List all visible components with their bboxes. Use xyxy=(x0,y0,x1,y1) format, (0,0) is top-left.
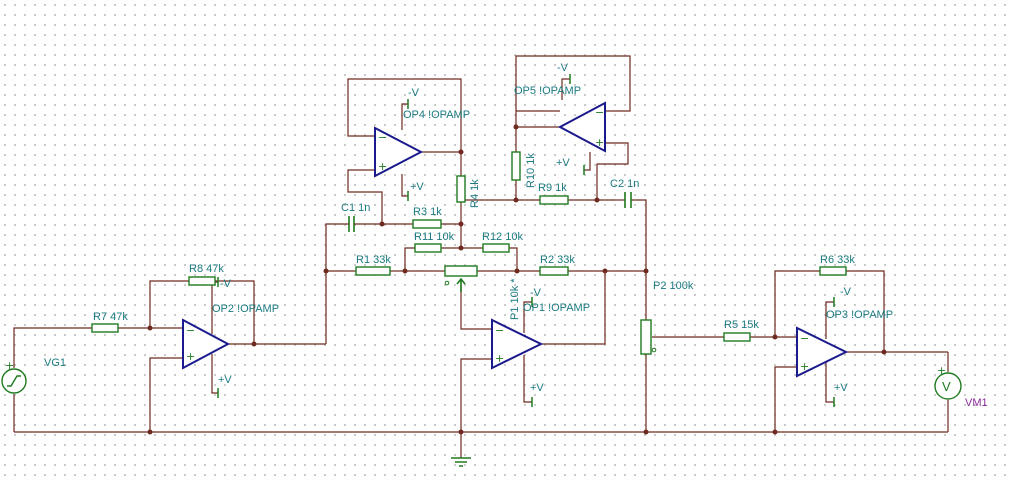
r10-resistor[interactable] xyxy=(511,151,521,181)
vg1-label: VG1 xyxy=(44,357,66,369)
svg-text:−: − xyxy=(495,324,504,337)
r9-resistor[interactable] xyxy=(539,195,569,205)
c1-label: C1 1n xyxy=(341,202,370,214)
r11-label: R11 10k xyxy=(414,231,455,243)
op3-neg-supply: -V xyxy=(840,286,852,298)
r4-resistor[interactable] xyxy=(456,175,466,203)
r1-label: R1 33k xyxy=(356,254,391,266)
resistors[interactable] xyxy=(91,151,847,342)
r2-label: R2 33k xyxy=(540,254,575,266)
svg-text:+: + xyxy=(595,136,604,149)
op5-pos-supply: +V xyxy=(556,157,570,169)
supply-terminals xyxy=(217,74,835,407)
component-labels: VG1 VM1 R7 47k R8 47k OP2 !OPAMP -V +V C… xyxy=(44,62,988,409)
p1-potentiometer[interactable] xyxy=(444,265,478,292)
op5-label: OP5 !OPAMP xyxy=(514,85,581,97)
r11-resistor[interactable] xyxy=(414,243,442,253)
r9-label: R9 1k xyxy=(538,182,567,194)
voltmeter-icon[interactable]: V + xyxy=(934,364,962,400)
op2-pos-supply: +V xyxy=(218,374,232,386)
op1-neg-supply: -V xyxy=(530,287,542,299)
svg-text:−: − xyxy=(186,324,195,337)
r8-resistor[interactable] xyxy=(188,276,216,286)
r10-label: R10 1k xyxy=(525,153,537,188)
op4-neg-supply: -V xyxy=(408,87,420,99)
r8-label: R8 47k xyxy=(189,263,224,275)
svg-text:+: + xyxy=(5,359,14,372)
r6-label: R6 33k xyxy=(820,254,855,266)
c1-capacitor[interactable] xyxy=(343,216,359,232)
svg-text:V: V xyxy=(942,379,951,394)
r3-resistor[interactable] xyxy=(412,219,442,229)
p2-label: P2 100k xyxy=(653,280,694,292)
r2-resistor[interactable] xyxy=(539,266,569,276)
function-generator-icon[interactable]: + xyxy=(1,359,27,394)
r12-label: R12 10k xyxy=(482,231,523,243)
r12-resistor[interactable] xyxy=(482,243,510,253)
op2-label: OP2 !OPAMP xyxy=(212,303,279,315)
svg-text:−: − xyxy=(378,131,387,144)
svg-text:+: + xyxy=(186,350,195,363)
r3-label: R3 1k xyxy=(413,206,442,218)
r6-resistor[interactable] xyxy=(819,266,847,276)
r7-label: R7 47k xyxy=(93,311,128,323)
op4-opamp[interactable]: − + xyxy=(374,126,424,178)
op3-label: OP3 !OPAMP xyxy=(826,309,893,321)
op1-pos-supply: +V xyxy=(530,382,544,394)
svg-text:+: + xyxy=(937,364,946,377)
op5-neg-supply: -V xyxy=(557,62,569,74)
op2-opamp[interactable]: − + xyxy=(182,318,231,370)
op3-opamp[interactable]: − + xyxy=(796,326,849,378)
r1-resistor[interactable] xyxy=(355,266,391,276)
op2-neg-supply: -V xyxy=(220,278,232,290)
c2-label: C2 1n xyxy=(610,178,639,190)
ground-icon xyxy=(451,457,471,467)
svg-text:+: + xyxy=(378,160,387,173)
svg-text:+: + xyxy=(495,352,504,365)
svg-text:−: − xyxy=(595,106,604,119)
p2-potentiometer[interactable] xyxy=(640,319,657,355)
c2-capacitor[interactable] xyxy=(624,192,632,208)
op4-pos-supply: +V xyxy=(410,181,424,193)
op1-label: OP1 !OPAMP xyxy=(523,302,590,314)
op1-opamp[interactable]: − + xyxy=(491,318,544,370)
svg-text:+: + xyxy=(800,360,809,373)
r7-resistor[interactable] xyxy=(91,323,119,333)
svg-text:−: − xyxy=(800,332,809,345)
op5-opamp[interactable]: − + xyxy=(557,101,606,153)
r5-label: R5 15k xyxy=(724,319,759,331)
vm1-label: VM1 xyxy=(965,397,988,409)
r5-resistor[interactable] xyxy=(723,332,751,342)
r4-label: R4 1k xyxy=(469,179,481,208)
op4-label: OP4 !OPAMP xyxy=(403,109,470,121)
op3-pos-supply: +V xyxy=(834,382,848,394)
wires xyxy=(13,55,949,458)
p1-label: P1 10k * xyxy=(509,278,521,320)
